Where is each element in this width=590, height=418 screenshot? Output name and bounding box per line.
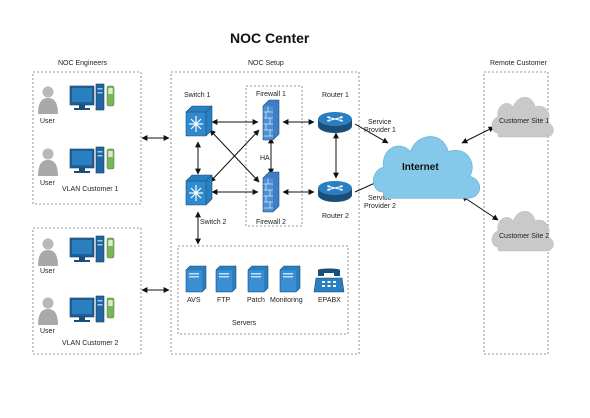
switch-2-label: Switch 2 — [200, 219, 227, 226]
customer-site-1-label: Customer Site 1 — [499, 118, 549, 125]
remote-customer-box — [483, 71, 549, 355]
vlan-customer-2-label: VLAN Customer 2 — [62, 340, 119, 347]
workstation-icon — [69, 146, 115, 174]
service-provider-1-line1: Service — [368, 119, 391, 126]
noc-setup-label: NOC Setup — [248, 60, 284, 67]
router-1-label: Router 1 — [322, 92, 349, 99]
service-provider-2-line2: Provider 2 — [364, 203, 396, 210]
ftp-label: FTP — [217, 297, 231, 304]
user-person-icon — [38, 238, 58, 266]
user-person-icon — [38, 86, 58, 114]
link-switch2-firewall1 — [209, 129, 260, 183]
service-provider-2-line1: Service — [368, 195, 391, 202]
vlan-customer-1-label: VLAN Customer 1 — [62, 186, 119, 193]
firewall-1-icon — [262, 99, 280, 141]
user-label: User — [40, 118, 55, 125]
router-2-label: Router 2 — [322, 213, 349, 220]
link-internet-site2 — [461, 195, 499, 221]
router-1-icon — [317, 111, 353, 134]
servers-box — [177, 245, 349, 335]
workstation-icon — [69, 235, 115, 263]
user-label: User — [40, 180, 55, 187]
link-internet-site1 — [461, 126, 495, 144]
patch-label: Patch — [247, 297, 265, 304]
workstation-icon — [69, 295, 115, 323]
switch-2-icon — [185, 174, 213, 206]
switch-1-icon — [185, 105, 213, 137]
diagram-title: NOC Center — [230, 30, 310, 46]
service-provider-1-line2: Provider 1 — [364, 127, 396, 134]
workstation-icon — [69, 83, 115, 111]
servers-label: Servers — [232, 320, 257, 327]
firewall-2-icon — [262, 171, 280, 213]
noc-setup-box — [170, 71, 360, 355]
monitoring-label: Monitoring — [270, 297, 303, 304]
link-router1-internet — [354, 123, 389, 144]
user-person-icon — [38, 297, 58, 325]
avs-server-icon — [185, 265, 207, 293]
router-2-icon — [317, 180, 353, 203]
epabx-label: EPABX — [318, 297, 341, 304]
user-label: User — [40, 328, 55, 335]
noc-engineers-box — [32, 71, 142, 205]
noc-engineers-label: NOC Engineers — [58, 60, 108, 67]
remote-customer-label: Remote Customer — [490, 60, 547, 67]
user-person-icon — [38, 148, 58, 176]
monitoring-server-icon — [279, 265, 301, 293]
customer-site-2-label: Customer Site 2 — [499, 233, 549, 240]
firewall-2-label: Firewall 2 — [256, 219, 286, 226]
firewall-1-label: Firewall 1 — [256, 91, 286, 98]
vlan2-box — [32, 227, 142, 355]
patch-server-icon — [247, 265, 269, 293]
internet-label: Internet — [402, 162, 439, 173]
customer-site-2-cloud-icon — [491, 210, 554, 252]
ha-label: HA — [260, 155, 270, 162]
epabx-phone-icon — [313, 268, 345, 293]
avs-label: AVS — [187, 297, 201, 304]
ftp-server-icon — [215, 265, 237, 293]
user-label: User — [40, 268, 55, 275]
switch-1-label: Switch 1 — [184, 92, 211, 99]
